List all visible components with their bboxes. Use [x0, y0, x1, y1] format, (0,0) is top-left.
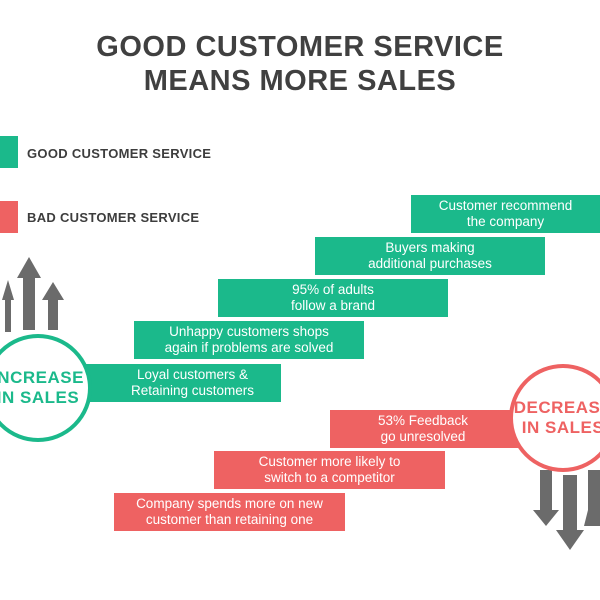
good-step-4: Buyers making additional purchases [315, 237, 545, 275]
up-arrow-icon [42, 282, 64, 330]
down-arrow-icons [533, 470, 600, 550]
up-arrow-icon [17, 257, 41, 330]
good-step-2: Unhappy customers shops again if problem… [134, 321, 364, 359]
title-line-2: MEANS MORE SALES [143, 65, 457, 97]
bad-step-2: Customer more likely to switch to a comp… [214, 451, 445, 489]
legend-label-bad: BAD CUSTOMER SERVICE [27, 210, 200, 225]
decrease-in-sales-circle: DECREASE IN SALES [509, 364, 600, 472]
legend-swatch-bad [0, 201, 18, 233]
up-arrow-icons [2, 257, 64, 332]
legend-label-good: GOOD CUSTOMER SERVICE [27, 146, 212, 161]
up-arrow-icon [2, 280, 14, 332]
bad-step-3: Company spends more on new customer than… [114, 493, 345, 531]
page-title: GOOD CUSTOMER SERVICE MEANS MORE SALES [0, 30, 600, 98]
good-step-5: Customer recommend the company [411, 195, 600, 233]
bad-step-1: 53% Feedback go unresolved [330, 410, 530, 448]
down-arrow-icon [556, 475, 584, 550]
good-step-3: 95% of adults follow a brand [218, 279, 448, 317]
down-arrow-icon [533, 470, 559, 526]
legend-swatch-good [0, 136, 18, 168]
title-line-1: GOOD CUSTOMER SERVICE [96, 31, 504, 63]
down-arrow-icon [584, 470, 600, 526]
good-step-1: Loyal customers & Retaining customers [80, 364, 281, 402]
increase-in-sales-circle: INCREASE IN SALES [0, 334, 92, 442]
